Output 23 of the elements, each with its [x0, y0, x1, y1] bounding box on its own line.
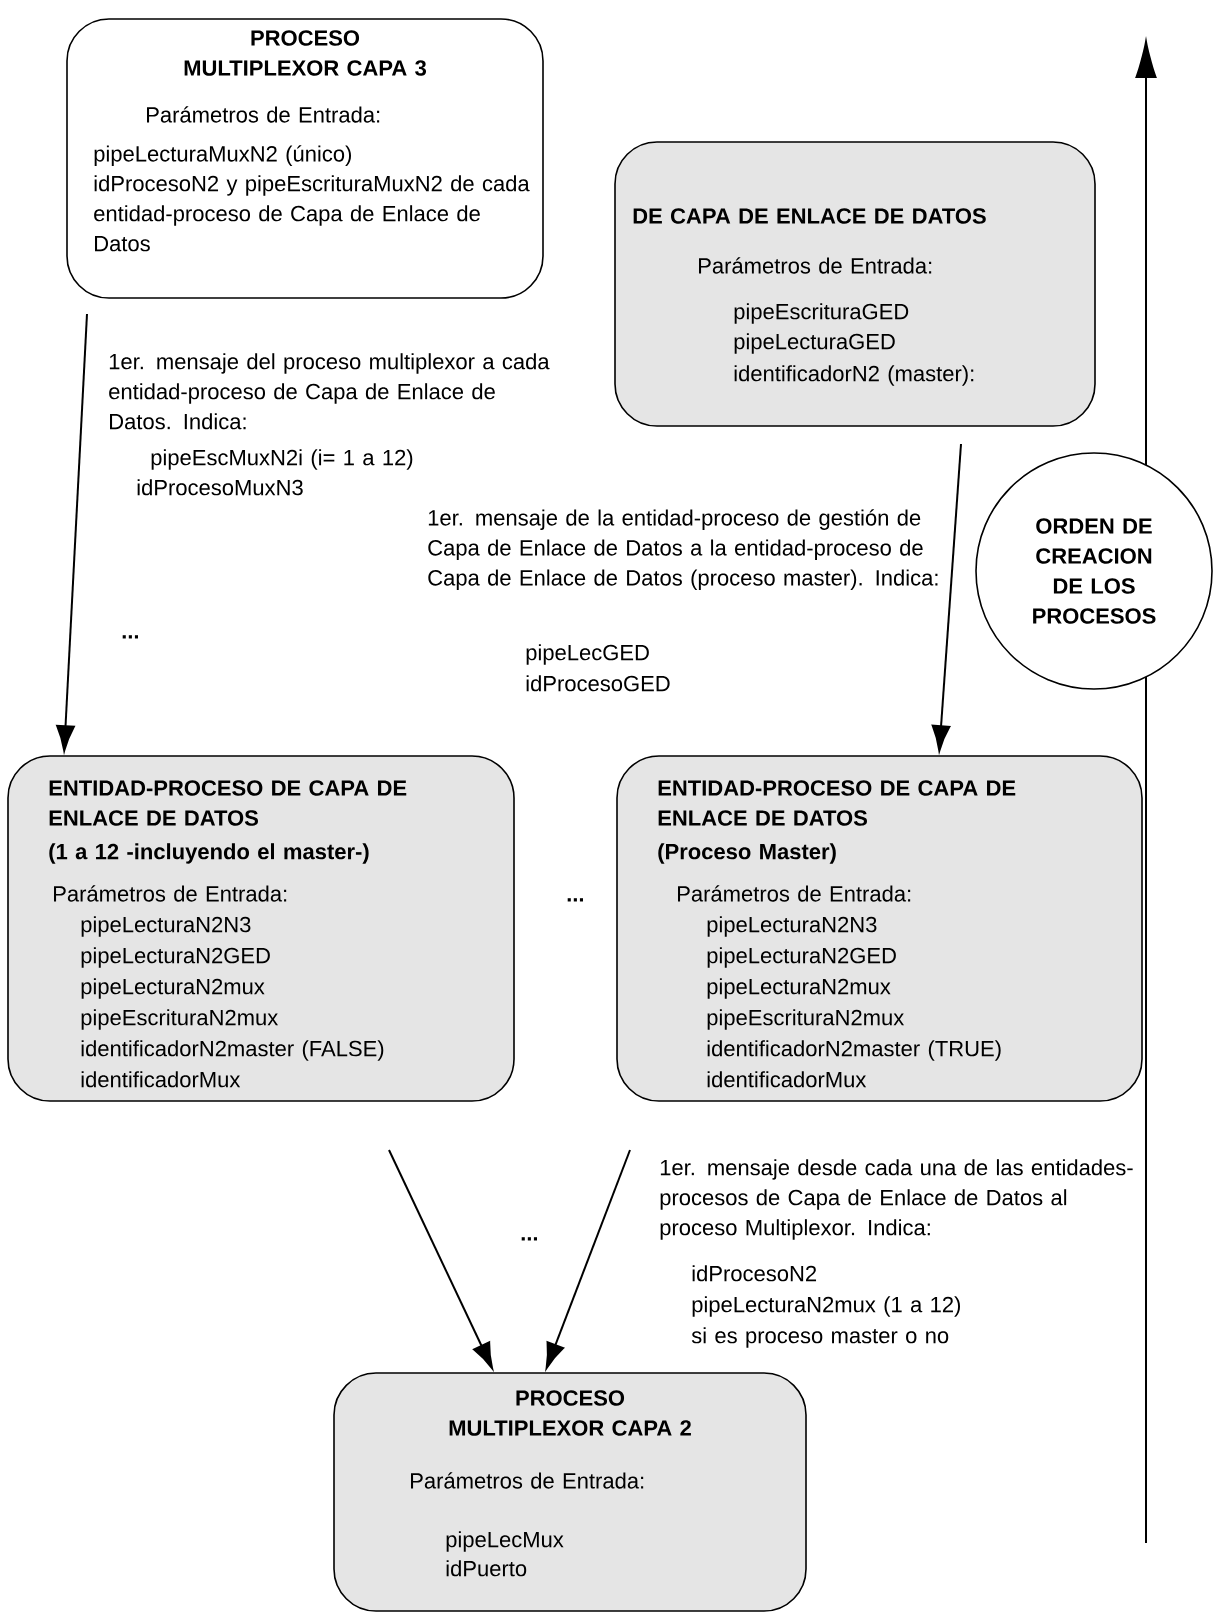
process-box: PROCESO MULTIPLEXOR CAPA 2 Parámetros de Entrada: pipeLecMux idPuerto — [333, 1372, 807, 1612]
arrow — [545, 1149, 631, 1369]
note-text: 1er. mensaje desde cada una de las entidades-procesos de Capa de Enlace de Datos al proceso Multiplexor. Indica: — [660, 1159, 1133, 1240]
note-text: pipeEscMuxN2i (i= 1 a 12) — [151, 449, 413, 470]
circle-label: ORDEN DE CREACION DE LOS PROCESOS — [975, 452, 1213, 690]
process-box: ENTIDAD-PROCESO DE CAPA DE ENLACE DE DATOS (Proceso Master) Parámetros de Entrada: pipeLecturaN2N3 pipeLecturaN2GED pipeLecturaN2mux pipeEscrituraN2mux identificadorN2master (TRUE) identificadorMux — [616, 755, 1143, 1102]
process-box: DE CAPA DE ENLACE DE DATOS Parámetros de Entrada: pipeEscrituraGED pipeLecturaGED identificadorN2 (master): — [614, 141, 1096, 427]
note-text: ... — [521, 1237, 538, 1241]
note-text: idProcesoN2 — [692, 1265, 817, 1282]
note-text: idProcesoGED — [526, 675, 670, 692]
note-text: 1er. mensaje del proceso multiplexor a cada entidad-proceso de Capa de Enlace de Datos. Indica: — [109, 353, 550, 430]
note-text: pipeLecGED — [526, 644, 649, 665]
note-text: 1er. mensaje de la entidad-proceso de gestión de Capa de Enlace de Datos a la entidad-proceso de Capa de Enlace de Datos (proceso master). Indica: — [428, 509, 938, 590]
arrow — [56, 313, 88, 752]
note-text: si es proceso master o no — [691, 1327, 949, 1348]
process-box: ENTIDAD-PROCESO DE CAPA DE ENLACE DE DATOS (1 a 12 -incluyendo el master-) Parámetros de Entrada: pipeLecturaN2N3 pipeLecturaN2GED pipeLecturaN2mux pipeEscrituraN2mux identificadorN2master (FALSE) identificadorMux — [7, 755, 515, 1102]
arrow — [931, 443, 962, 752]
note-text: idProcesoMuxN3 — [137, 479, 303, 496]
process-box: PROCESO MULTIPLEXOR CAPA 3 Parámetros de Entrada: pipeLecturaMuxN2 (único) idProcesoN2 y pipeEscrituraMuxN2 de cada entidad-proceso de Capa de Enlace de Datos — [66, 18, 544, 299]
note-text: ... — [122, 635, 139, 639]
arrow — [388, 1149, 494, 1370]
note-text: pipeLecturaN2mux (1 a 12) — [692, 1296, 960, 1317]
note-text: ... — [567, 898, 584, 902]
